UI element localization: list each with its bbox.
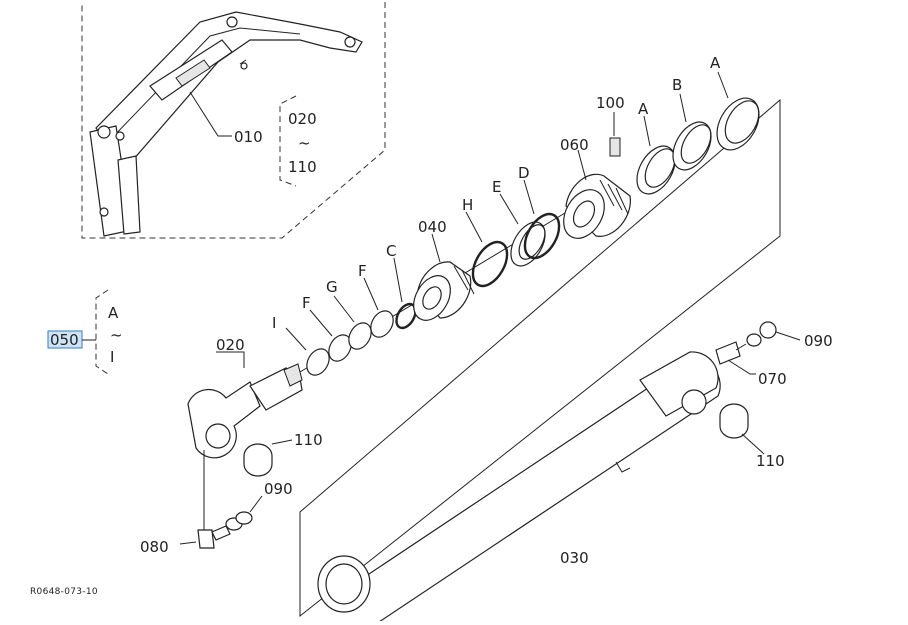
callout-range-end-110[interactable]: 110	[288, 158, 317, 176]
callout-060[interactable]: 060	[560, 136, 589, 154]
bushing-110-right: 110	[719, 403, 785, 470]
callout-F-upper[interactable]: F	[358, 262, 367, 280]
callout-A-upper[interactable]: A	[710, 54, 721, 72]
tube-frame	[299, 98, 781, 618]
ring-E: E	[492, 178, 546, 267]
callout-range-left-start[interactable]: A	[108, 304, 119, 322]
set-screw-100: 100	[596, 94, 625, 157]
cylinder-rod-020: 020	[187, 336, 303, 459]
callout-range-left-end[interactable]: I	[110, 348, 114, 366]
retaining-clip-090-right: 090	[746, 321, 833, 350]
ring-F-lower: F	[302, 294, 352, 362]
callout-E[interactable]: E	[492, 178, 501, 196]
bushing-110-left: 110	[243, 431, 323, 477]
oring-C: C	[386, 242, 417, 330]
seal-I: I	[272, 314, 330, 376]
callout-090-bottom[interactable]: 090	[264, 480, 293, 498]
callout-B[interactable]: B	[672, 76, 682, 94]
callout-F-lower[interactable]: F	[302, 294, 311, 312]
callout-A-lower[interactable]: A	[638, 100, 649, 118]
callout-090-right[interactable]: 090	[804, 332, 833, 350]
callout-070[interactable]: 070	[758, 370, 787, 388]
callout-D[interactable]: D	[518, 164, 530, 182]
piston-060: 060	[560, 136, 631, 239]
callout-050[interactable]: 050	[50, 331, 79, 349]
grease-nipple-080: 080	[140, 450, 231, 556]
seal-kit-050[interactable]: 050 A ~ I	[47, 289, 123, 375]
callout-110-right[interactable]: 110	[756, 452, 785, 470]
callout-010[interactable]: 010	[234, 128, 263, 146]
boom-inset: 010 020 ~ 110	[81, 2, 386, 239]
callout-range-start-020[interactable]: 020	[288, 110, 317, 128]
boom-arm	[95, 11, 363, 169]
callout-030[interactable]: 030	[560, 549, 589, 567]
retaining-clip-090-bottom: 090	[225, 480, 293, 531]
range-bracket-left	[95, 289, 109, 375]
callout-C[interactable]: C	[386, 242, 396, 260]
callout-040[interactable]: 040	[418, 218, 447, 236]
wear-ring-A-lower: A	[636, 100, 676, 195]
ring-B: B	[672, 76, 712, 171]
ring-G: G	[326, 278, 372, 350]
tube-eye	[681, 389, 707, 415]
callout-G[interactable]: G	[326, 278, 338, 296]
callout-range-tilde: ~	[298, 134, 311, 152]
cylinder-tube-030: 030	[299, 98, 781, 625]
callout-080[interactable]: 080	[140, 538, 169, 556]
callout-100[interactable]: 100	[596, 94, 625, 112]
wear-ring-A-upper: A	[710, 54, 760, 151]
inset-border	[81, 2, 386, 239]
callout-110-left[interactable]: 110	[294, 431, 323, 449]
callout-I[interactable]: I	[272, 314, 276, 332]
callout-H[interactable]: H	[462, 196, 473, 214]
callout-range-left-tilde: ~	[110, 326, 123, 344]
ring-F-upper: F	[358, 262, 394, 338]
oring-H: H	[462, 196, 509, 288]
drawing-reference-code: R0648-073-10	[30, 587, 98, 597]
cylinder-gland-040: 040	[413, 218, 475, 321]
grease-nipple-070: 070	[715, 341, 787, 388]
oring-D: D	[518, 164, 561, 260]
callout-020[interactable]: 020	[216, 336, 245, 354]
